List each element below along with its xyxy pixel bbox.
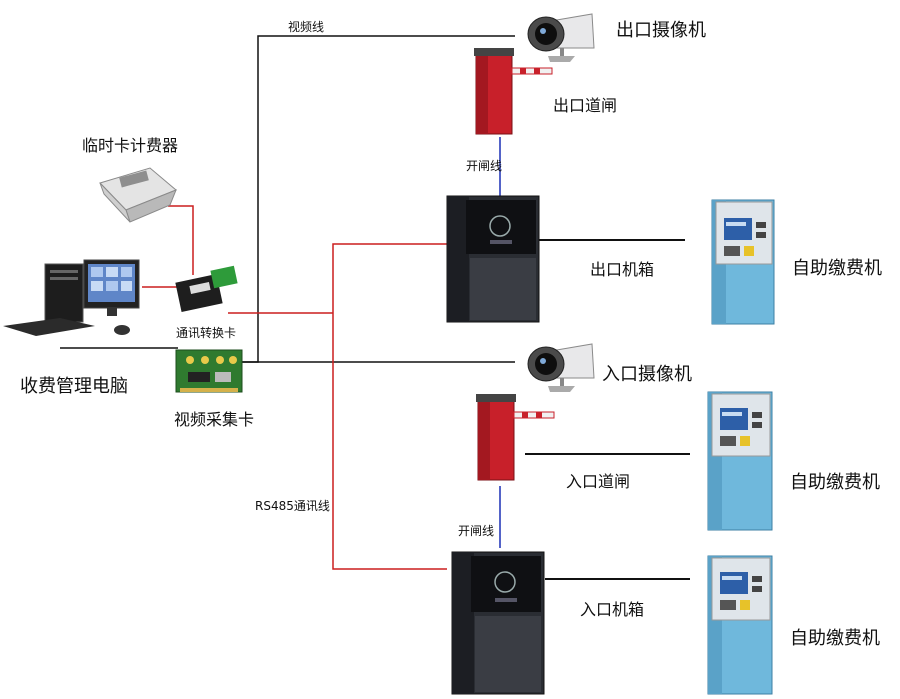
video-capture-device [175, 349, 243, 393]
pc-device [3, 259, 140, 336]
kiosk-2-label: 自助缴费机 [790, 472, 880, 493]
exit-box-device [446, 195, 540, 323]
entry-barrier-device [476, 394, 555, 481]
kiosk-2-device [707, 391, 773, 531]
entry-camera-device [527, 343, 595, 392]
video-capture-label: 视频采集卡 [174, 410, 255, 429]
entry-barrier-label: 入口道闸 [566, 472, 631, 491]
comm-converter-label: 通讯转换卡 [176, 326, 237, 340]
meter-to-converter-line [168, 205, 194, 275]
kiosk-1-device [711, 199, 775, 325]
rs485-label: RS485通讯线 [255, 499, 330, 513]
temp-card-meter-device [99, 167, 177, 223]
open-line-top-label: 开闸线 [466, 159, 503, 173]
comm-converter-device [175, 265, 238, 313]
entry-box-label: 入口机箱 [580, 600, 645, 619]
exit-barrier-device [474, 48, 553, 135]
pc-label: 收费管理电脑 [20, 376, 128, 397]
exit-camera-device [527, 13, 595, 62]
temp-card-meter-label: 临时卡计费器 [82, 136, 179, 155]
exit-barrier-label: 出口道闸 [553, 96, 618, 115]
kiosk-1-label: 自助缴费机 [792, 258, 882, 279]
exit-box-label: 出口机箱 [590, 260, 655, 279]
entry-camera-label: 入口摄像机 [602, 364, 692, 385]
video-line-label: 视频线 [288, 20, 325, 34]
kiosk-3-device [707, 555, 773, 695]
rs485-line [228, 243, 447, 570]
entry-box-device [451, 551, 545, 695]
open-line-bottom-label: 开闸线 [458, 524, 495, 538]
exit-camera-label: 出口摄像机 [616, 20, 706, 41]
kiosk-3-label: 自助缴费机 [790, 628, 880, 649]
